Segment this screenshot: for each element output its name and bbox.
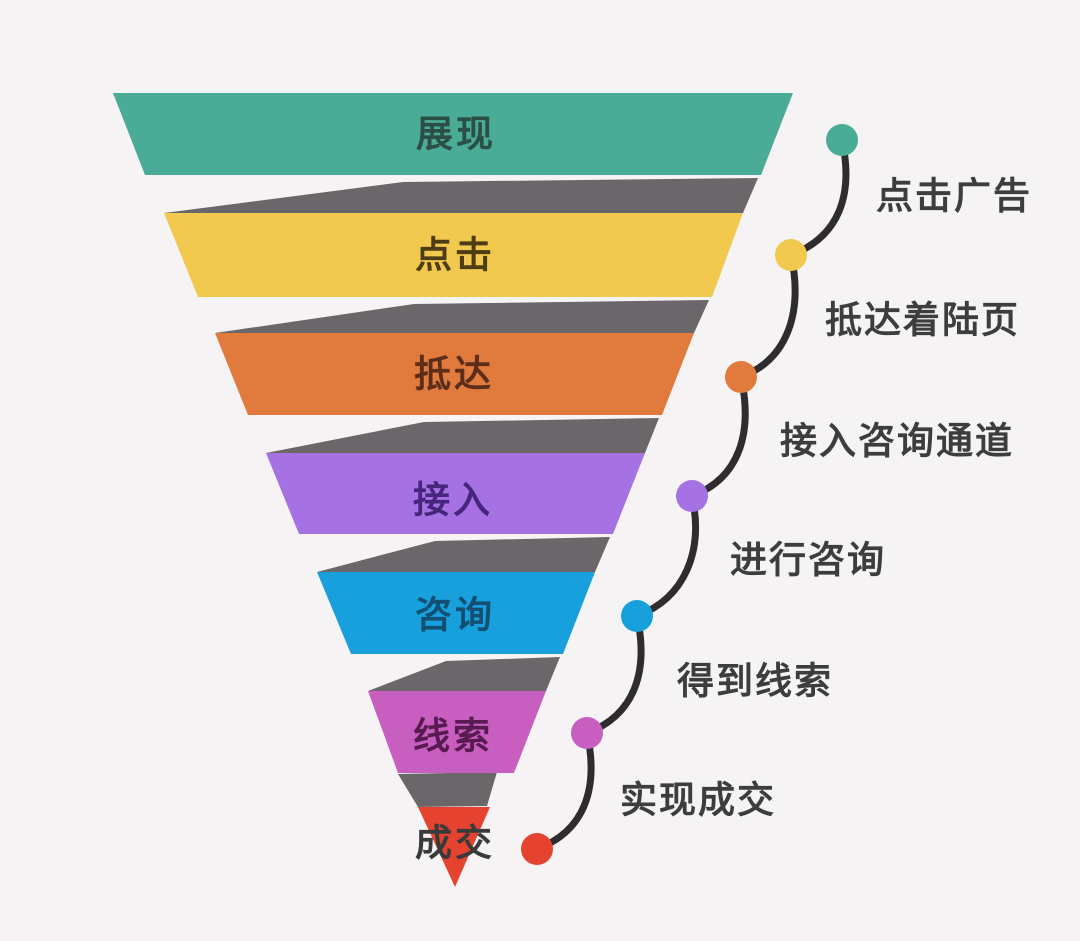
milestone-dot-7 <box>521 833 553 865</box>
funnel-stage-7-label: 成交 <box>415 822 495 864</box>
funnel-stage-2-shape <box>164 213 743 297</box>
funnel-stage-7-shape <box>418 807 490 887</box>
funnel-stage-5-label: 咨询 <box>415 595 495 636</box>
ribbon-connector-3 <box>266 418 659 453</box>
ribbon-connector-1 <box>164 178 758 213</box>
funnel-stage-6-label: 线索 <box>413 716 493 757</box>
funnel-stage-6-shape <box>368 691 546 773</box>
ribbon-connector-2 <box>215 300 709 333</box>
milestone-dot-5 <box>621 600 653 632</box>
milestone-dot-4 <box>676 480 708 512</box>
milestone-dot-6 <box>571 717 603 749</box>
funnel-stage-5-shape <box>317 572 595 654</box>
ribbon-connector-5 <box>368 657 560 691</box>
funnel-stage-3-label: 抵达 <box>414 354 494 395</box>
annotation-do-consult: 进行咨询 <box>730 540 886 581</box>
funnel-stage-4-shape <box>266 453 645 534</box>
funnel-stage-2-label: 点击 <box>415 235 495 276</box>
milestone-dot-3 <box>725 361 757 393</box>
annotation-click-ad: 点击广告 <box>876 176 1032 217</box>
annotation-close-deal: 实现成交 <box>620 779 776 821</box>
milestone-dot-1 <box>826 124 858 156</box>
funnel-stage-4-label: 接入 <box>413 480 493 521</box>
ribbon-connector-6 <box>398 772 497 807</box>
funnel-stage-1-shape <box>113 93 793 175</box>
funnel-stage-3-shape <box>215 333 694 415</box>
annotation-get-lead: 得到线索 <box>677 661 833 702</box>
milestone-dot-2 <box>775 239 807 271</box>
funnel-stage-1-label: 展现 <box>416 114 496 155</box>
annotation-enter-consult-channel: 接入咨询通道 <box>780 421 1014 462</box>
ribbon-connector-4 <box>317 537 610 572</box>
annotation-reach-landing-page: 抵达着陆页 <box>825 300 1020 341</box>
